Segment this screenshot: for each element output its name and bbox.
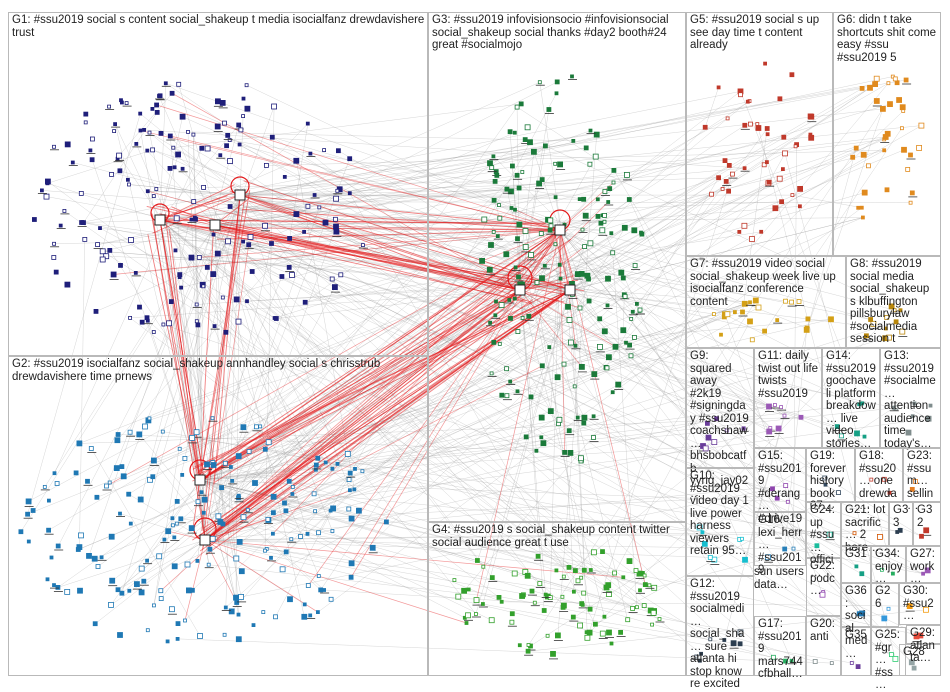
group-box-g21: G21: lot sacrific… 2 here… (841, 502, 889, 546)
group-label-g34: G34: enjoy… (875, 548, 903, 586)
group-label-g26: G26 (875, 585, 896, 610)
group-label-g4: G4: #ssu2019 s social_shakeup content tw… (432, 524, 683, 549)
group-box-g9: G9: squared away #2k19 #signingday #ssu2… (686, 348, 754, 468)
group-box-g17: G17: #ssu2019 mars744 cfbhall… (754, 616, 806, 676)
group-box-g18: G18: #ssu20… one drewda… (855, 448, 903, 502)
group-label-g5: G5: #ssu2019 social s up see day time t … (690, 14, 830, 52)
group-box-g28: G28 (899, 644, 941, 676)
group-box-g10: G10: #ssu2019 video day 1 live power har… (686, 468, 754, 576)
group-label-g1: G1: #ssu2019 social s content social_sha… (12, 14, 425, 39)
group-box-g15: G15: #ssu2019 #derang… #drive19 (754, 448, 806, 512)
group-box-g30: G30: #ssu2… (899, 583, 941, 625)
group-label-g32: G32 (917, 504, 938, 529)
group-label-g14: G14: #ssu2019 goochaveli platform breakd… (826, 350, 877, 450)
group-box-g36: G36: social med… (841, 583, 871, 627)
group-box-g23: G23: #ssu m… sellin… (903, 448, 941, 502)
group-label-g17: G17: #ssu2019 mars744 cfbhall… (758, 618, 803, 681)
group-label-g28: G28 (903, 646, 938, 659)
group-box-g34: G34: enjoy… (871, 546, 906, 583)
group-label-g2: G2: #ssu2019 isocialfanz social_shakeup … (12, 358, 425, 383)
group-label-g12: G12: #ssu2019 socialmedi… social_sha… su… (690, 578, 751, 691)
group-box-g32: G32 (913, 502, 941, 546)
group-box-g24: G24: up #ssu… offici… (806, 502, 841, 558)
group-box-g35: G35 (841, 627, 871, 676)
group-label-g30: G30: #ssu2… (903, 585, 938, 623)
group-box-g33: G33 (889, 502, 913, 546)
group-label-g12-extra: sun users data… (754, 566, 804, 591)
group-box-g27: G27: work… (906, 546, 941, 583)
group-label-g10: G10: #ssu2019 video day 1 live power har… (690, 470, 751, 558)
group-box-g1: G1: #ssu2019 social s content social_sha… (8, 12, 428, 356)
group-box-g16: G16: lexi_herr… #ssu2019 (754, 512, 806, 566)
group-box-g20: G20: anti (806, 616, 841, 676)
group-label-g20: G20: anti (810, 618, 838, 643)
group-label-g11: G11: daily twist out life twists #ssu201… (758, 350, 819, 400)
group-label-g35: G35 (845, 629, 868, 642)
group-box-g8: G8: #ssu2019 social media social_shakeup… (846, 256, 941, 348)
group-label-g27: G27: work… (910, 548, 938, 586)
group-box-g5: G5: #ssu2019 social s up see day time t … (686, 12, 833, 256)
group-label-g7: G7: #ssu2019 video social social_shakeup… (690, 258, 843, 308)
group-label-g31: G31 (845, 548, 868, 561)
group-label-g6: G6: didn t take shortcuts shit come easy… (837, 14, 938, 64)
group-box-g14: G14: #ssu2019 goochaveli platform breakd… (822, 348, 880, 448)
group-box-g26: G26 (871, 583, 899, 627)
group-box-g6: G6: didn t take shortcuts shit come easy… (833, 12, 941, 256)
group-box-g2: G2: #ssu2019 isocialfanz social_shakeup … (8, 356, 428, 676)
group-box-g13: G13: #ssu2019 #socialme… attention audie… (880, 348, 941, 448)
group-label-g8: G8: #ssu2019 social media social_shakeup… (850, 258, 938, 346)
group-box-g22: G22: podc… (806, 558, 841, 616)
group-box-g29: G29: atlanta… (906, 625, 941, 644)
group-box-g12: G12: #ssu2019 socialmedi… social_sha… su… (686, 576, 754, 676)
group-label-g33: G33 (893, 504, 910, 529)
group-label-g22: G22: podc… (810, 560, 838, 598)
group-box-g3: G3: #ssu2019 infovisionsocio #infovision… (428, 12, 686, 522)
group-box-g4: G4: #ssu2019 s social_shakeup content tw… (428, 522, 686, 676)
group-label-g13: G13: #ssu2019 #socialme… attention audie… (884, 350, 938, 450)
group-box-g31: G31 (841, 546, 871, 583)
group-box-g11: G11: daily twist out life twists #ssu201… (754, 348, 822, 448)
group-box-g7: G7: #ssu2019 video social social_shakeup… (686, 256, 846, 348)
group-box-g19: G19: forever history book 07… (806, 448, 855, 502)
group-label-g3: G3: #ssu2019 infovisionsocio #infovision… (432, 14, 683, 52)
